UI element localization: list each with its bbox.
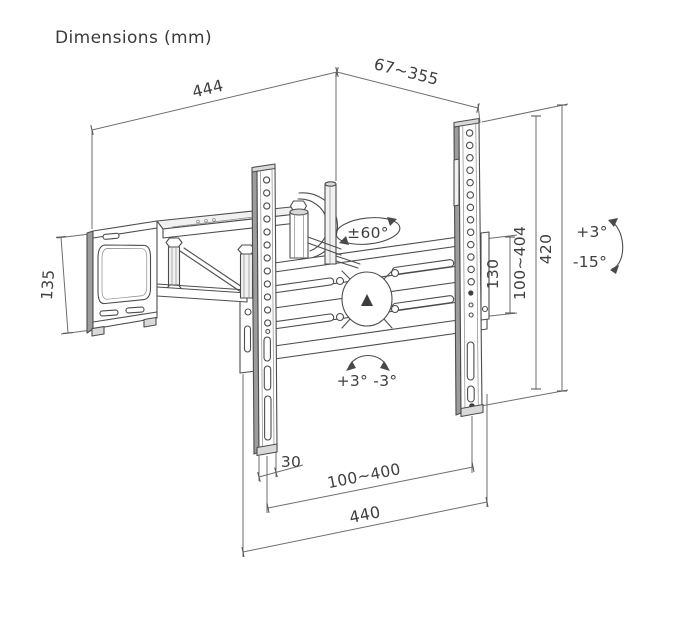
dim-label-vesa-vertical: 100~404 — [511, 226, 529, 300]
tilt-range-arrow-icon — [608, 218, 624, 274]
dimension-lines — [55, 66, 569, 558]
dim-label-arm-width: 444 — [190, 76, 225, 102]
dim-label-swivel-range: ±60° — [347, 224, 389, 242]
dim-label-rail-height: 420 — [537, 234, 555, 265]
dim-label-vesa-horizontal: 100~400 — [326, 460, 402, 492]
center-marker-triangle-icon — [361, 294, 373, 306]
crossbar — [239, 231, 490, 374]
dim-label-rail-width: 30 — [281, 453, 301, 471]
dim-label-crossbar-width: 440 — [348, 502, 383, 527]
left-vesa-rail — [251, 163, 278, 457]
diagram-title: Dimensions (mm) — [55, 28, 213, 48]
dim-label-plate-height: 135 — [38, 269, 58, 301]
dim-label-tilt-down: -15° — [573, 253, 607, 271]
level-adjust-arc-icon — [346, 355, 390, 371]
right-vesa-rail — [453, 117, 484, 418]
dimension-labels: 444 67~355 135 ±60° 130 100~404 420 +3° … — [38, 54, 608, 527]
dim-label-tilt-up: +3° — [576, 223, 608, 241]
dim-label-level-adjust: +3° -3° — [337, 372, 398, 390]
swivel-arc-icon — [335, 217, 401, 245]
dim-label-bracket-height: 130 — [484, 259, 502, 290]
wall-plate — [86, 220, 158, 337]
